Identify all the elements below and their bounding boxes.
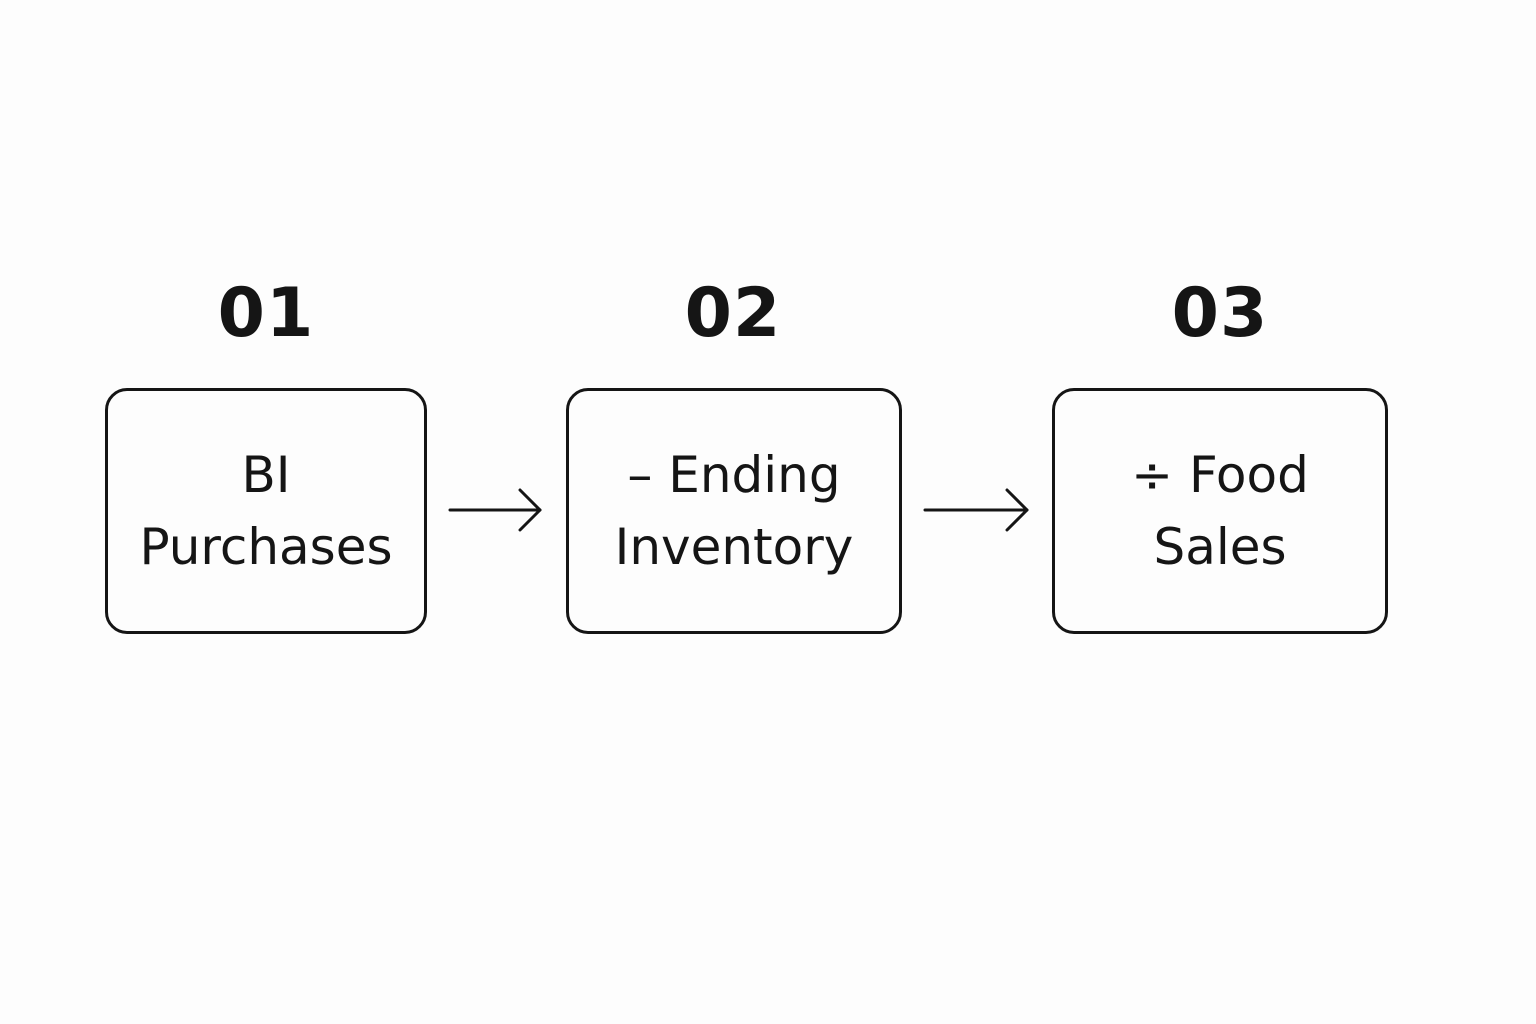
arrow-right-icon — [448, 486, 544, 534]
step-1-line-2: Purchases — [139, 518, 393, 576]
step-1-box: BI Purchases — [105, 388, 427, 634]
step-3-line-1: ÷ Food — [1131, 446, 1309, 504]
step-2-number: 02 — [684, 274, 782, 353]
step-2-line-1: – Ending — [627, 446, 841, 504]
step-1-number: 01 — [217, 274, 315, 353]
step-2-line-2: Inventory — [614, 518, 854, 576]
arrow-right-icon — [923, 486, 1031, 534]
step-3-line-2: Sales — [1153, 518, 1287, 576]
step-3-box: ÷ Food Sales — [1052, 388, 1388, 634]
step-1-line-1: BI — [241, 446, 291, 504]
step-2-box: – Ending Inventory — [566, 388, 902, 634]
step-3-number: 03 — [1171, 274, 1269, 353]
